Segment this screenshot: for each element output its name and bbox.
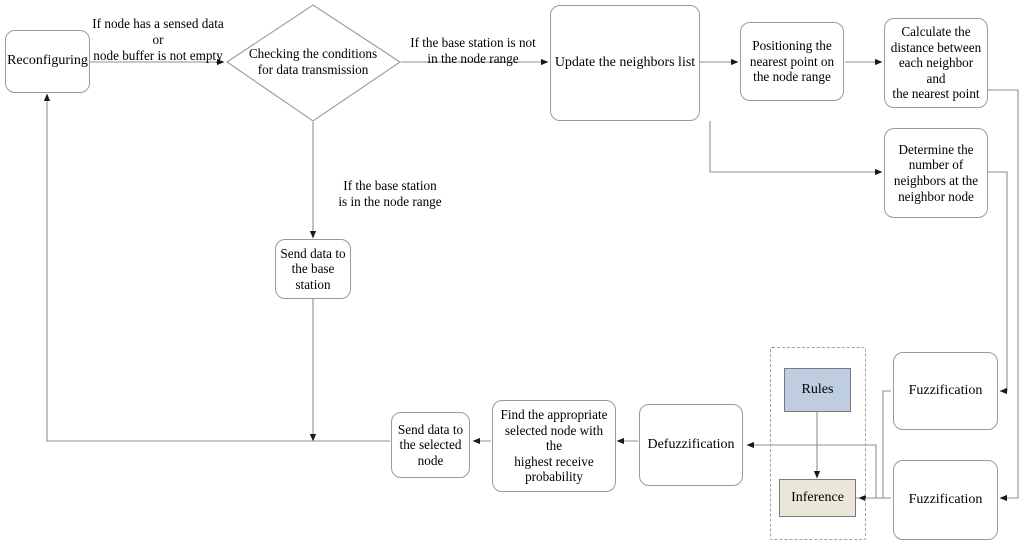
node-send-data-base-station[interactable]: Send data to the base station (275, 239, 351, 299)
node-checking-conditions-label: Checking the conditions for data transmi… (248, 46, 378, 77)
node-fuzzification-top[interactable]: Fuzzification (893, 352, 998, 430)
node-positioning-nearest-point[interactable]: Positioning the nearest point on the nod… (740, 22, 844, 101)
node-checking-conditions[interactable]: Checking the conditions for data transmi… (233, 38, 393, 86)
edge-label-node-sensed-data: If node has a sensed data or node buffer… (88, 0, 228, 63)
edge-label-base-station-not-in-range-text: If the base station is not in the node r… (410, 34, 536, 66)
wire-calculate-to-fuzzification-bottom (988, 89, 1019, 502)
edge-label-base-station-in-range-text: If the base station is in the node range (338, 177, 442, 209)
edge-label-base-station-in-range: If the base station is in the node range (320, 162, 460, 210)
node-reconfiguring[interactable]: Reconfiguring (5, 30, 90, 93)
fuzzy-inference-system-container (770, 347, 866, 540)
wire-determine-to-fuzzification-top (988, 171, 1008, 395)
node-determine-number-neighbors[interactable]: Determine the number of neighbors at the… (884, 128, 988, 218)
node-defuzzification-label: Defuzzification (647, 436, 735, 452)
node-fuzzification-bottom[interactable]: Fuzzification (893, 460, 998, 540)
decision-diamond-shape (226, 4, 401, 122)
wire-update-to-determine (709, 121, 883, 176)
node-defuzzification[interactable]: Defuzzification (639, 404, 743, 486)
edge-label-node-sensed-data-text: If node has a sensed data or node buffer… (92, 15, 224, 63)
node-send-data-selected-node-label: Send data to the selected node (397, 421, 464, 468)
edge-label-base-station-not-in-range: If the base station is not in the node r… (398, 19, 548, 67)
node-rules[interactable]: Rules (784, 368, 851, 412)
node-update-neighbors-list[interactable]: Update the neighbors list (550, 5, 700, 121)
node-reconfiguring-label: Reconfiguring (7, 53, 88, 69)
node-inference[interactable]: Inference (779, 479, 856, 517)
node-positioning-nearest-point-label: Positioning the nearest point on the nod… (749, 38, 835, 85)
node-inference-label: Inference (791, 489, 844, 505)
node-fuzzification-top-label: Fuzzification (908, 382, 983, 398)
node-calculate-distance[interactable]: Calculate the distance between each neig… (884, 18, 988, 108)
node-send-data-base-station-label: Send data to the base station (280, 245, 346, 292)
node-calculate-distance-label: Calculate the distance between each neig… (890, 24, 982, 102)
node-fuzzification-bottom-label: Fuzzification (908, 491, 983, 507)
node-update-neighbors-list-label: Update the neighbors list (554, 54, 696, 70)
wire-feedback-to-reconfiguring (43, 93, 390, 442)
node-determine-number-neighbors-label: Determine the number of neighbors at the… (893, 141, 979, 204)
wire-fuzzification-top-to-inference (858, 390, 891, 502)
node-rules-label: Rules (801, 381, 834, 397)
node-find-appropriate-node[interactable]: Find the appropriate selected node with … (492, 400, 616, 492)
node-send-data-selected-node[interactable]: Send data to the selected node (391, 412, 470, 478)
node-find-appropriate-node-label: Find the appropriate selected node with … (500, 407, 608, 485)
